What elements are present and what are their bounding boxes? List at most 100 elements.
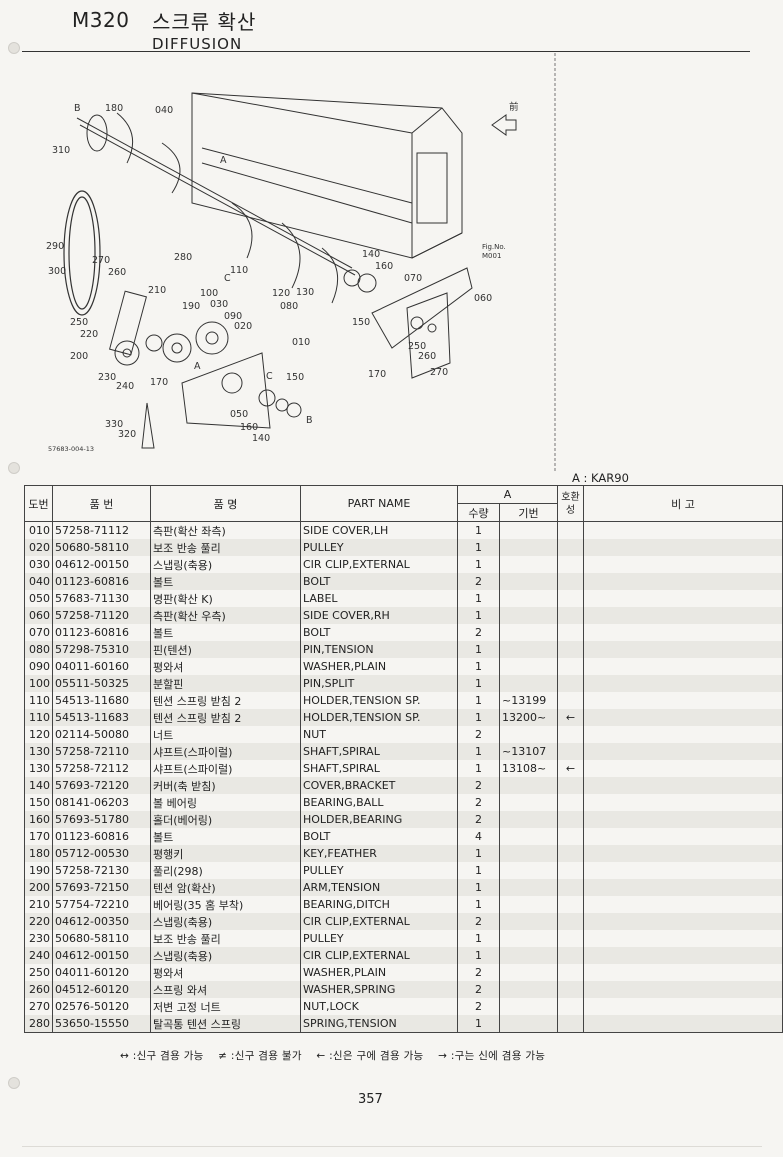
cell-qty: 1 — [457, 521, 500, 539]
cell-part-name: LABEL — [300, 590, 458, 607]
cell-qty: 2 — [457, 794, 500, 811]
cell-part-name: BOLT — [300, 828, 458, 845]
cell-no: 020 — [24, 539, 53, 556]
cell-name-ko: 측판(확산 우측) — [150, 607, 301, 624]
cell-no: 270 — [24, 998, 53, 1015]
cell-part-name: COVER,BRACKET — [300, 777, 458, 794]
right-side-cover — [371, 267, 473, 379]
cell-serial — [499, 947, 558, 964]
cell-qty: 1 — [457, 709, 500, 726]
cell-name-ko: 홀더(베어링) — [150, 811, 301, 828]
cell-interchange: ← — [557, 760, 584, 777]
callout-label: 240 — [116, 381, 134, 392]
pulley-assembly — [108, 290, 271, 449]
cell-remarks — [583, 539, 783, 556]
bearing-parts — [258, 269, 377, 418]
cell-part-no: 54513-11683 — [52, 709, 151, 726]
cell-part-name: KEY,FEATHER — [300, 845, 458, 862]
cell-qty: 1 — [457, 1015, 500, 1033]
cell-no: 140 — [24, 777, 53, 794]
cell-no: 130 — [24, 760, 53, 777]
cell-serial: 13200~ — [499, 709, 558, 726]
cell-qty: 2 — [457, 981, 500, 998]
cell-qty: 1 — [457, 760, 500, 777]
callout-label: C — [266, 371, 273, 382]
cell-qty: 1 — [457, 641, 500, 658]
cell-remarks — [583, 794, 783, 811]
cell-no: 180 — [24, 845, 53, 862]
cell-interchange — [557, 692, 584, 709]
cell-name-ko: 평행키 — [150, 845, 301, 862]
cell-remarks — [583, 828, 783, 845]
cell-interchange — [557, 590, 584, 607]
cell-part-name: NUT,LOCK — [300, 998, 458, 1015]
cell-remarks — [583, 947, 783, 964]
cell-qty: 2 — [457, 913, 500, 930]
page-number: 357 — [358, 1092, 383, 1107]
header-name-ko: 품 명 — [150, 485, 301, 522]
binder-hole — [8, 42, 20, 54]
callout-label: 140 — [362, 249, 380, 260]
cell-part-no: 57693-72120 — [52, 777, 151, 794]
cell-no: 070 — [24, 624, 53, 641]
cell-qty: 2 — [457, 811, 500, 828]
callout-label: 100 — [200, 288, 218, 299]
cell-no: 110 — [24, 709, 53, 726]
spiral-auger — [76, 112, 356, 304]
callout-label: 320 — [118, 429, 136, 440]
cell-interchange — [557, 658, 584, 675]
interchange-legend: ↔ :신구 겸용 가능 ≠ :신구 겸용 불가 ← :신은 구에 겸용 가능 →… — [120, 1048, 545, 1063]
cell-qty: 1 — [457, 862, 500, 879]
cell-serial — [499, 539, 558, 556]
cell-interchange — [557, 998, 584, 1015]
cell-part-no: 53650-15550 — [52, 1015, 151, 1033]
cell-no: 150 — [24, 794, 53, 811]
callout-label: 300 — [48, 266, 66, 277]
header-serial: 기번 — [499, 503, 558, 522]
cell-serial — [499, 607, 558, 624]
cell-serial — [499, 521, 558, 539]
callout-label: 270 — [92, 255, 110, 266]
cell-part-no: 57298-75310 — [52, 641, 151, 658]
cell-interchange — [557, 777, 584, 794]
cell-serial — [499, 641, 558, 658]
diagram-callouts: B 180 040 310 290 270 300 260 250 220 20… — [46, 101, 519, 453]
callout-label: 070 — [404, 273, 422, 284]
callout-label: 180 — [105, 103, 123, 114]
cell-remarks — [583, 590, 783, 607]
cell-name-ko: 스프링 와셔 — [150, 981, 301, 998]
cell-remarks — [583, 641, 783, 658]
cell-part-no: 57258-72110 — [52, 743, 151, 760]
cell-part-no: 01123-60816 — [52, 573, 151, 590]
cell-qty: 2 — [457, 624, 500, 641]
cell-no: 090 — [24, 658, 53, 675]
cell-serial: ~13199 — [499, 692, 558, 709]
header-qty: 수량 — [457, 503, 500, 522]
callout-label: 260 — [108, 267, 126, 278]
cell-name-ko: 풀리(298) — [150, 862, 301, 879]
cell-remarks — [583, 896, 783, 913]
cell-interchange — [557, 726, 584, 743]
cell-part-no: 54513-11680 — [52, 692, 151, 709]
cell-no: 110 — [24, 692, 53, 709]
cell-remarks — [583, 726, 783, 743]
cell-no: 240 — [24, 947, 53, 964]
cell-no: 040 — [24, 573, 53, 590]
housing-body — [191, 92, 463, 259]
cell-name-ko: 텐션 스프링 받침 2 — [150, 692, 301, 709]
cell-remarks — [583, 624, 783, 641]
callout-label: 220 — [80, 329, 98, 340]
callout-label: 160 — [240, 422, 258, 433]
callout-label: C — [224, 273, 231, 284]
cell-name-ko: 텐션 스프링 받침 2 — [150, 709, 301, 726]
cell-name-ko: 베어링(35 홈 부착) — [150, 896, 301, 913]
